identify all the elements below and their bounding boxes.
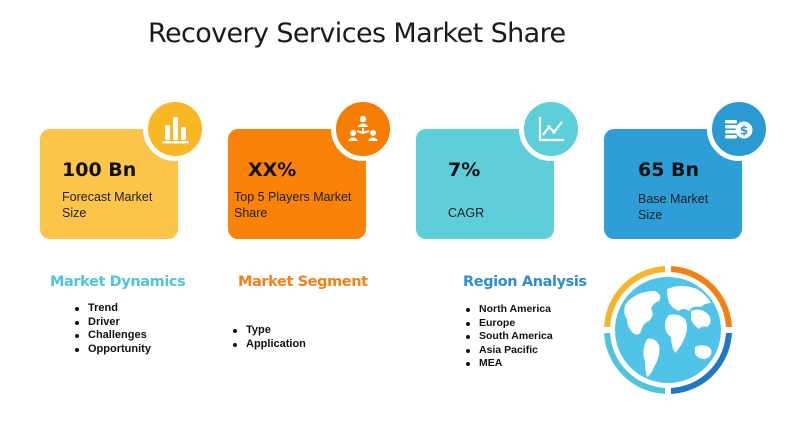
card-label: CAGR bbox=[448, 206, 485, 220]
line-chart-icon bbox=[519, 97, 583, 161]
network-people-icon bbox=[331, 97, 395, 161]
list-item: North America bbox=[463, 303, 553, 317]
list-item: Asia Pacific bbox=[463, 344, 553, 358]
card-value: 65 Bn bbox=[638, 159, 700, 181]
globe-icon bbox=[603, 265, 733, 395]
market-dynamics-list: Trend Driver Challenges Opportunity bbox=[72, 302, 151, 356]
region-analysis-list: North America Europe South America Asia … bbox=[463, 303, 553, 371]
money-coins-icon: $ bbox=[707, 97, 771, 161]
card-value: 7% bbox=[448, 159, 481, 181]
market-segment-heading: Market Segment bbox=[238, 274, 368, 290]
list-item: MEA bbox=[463, 357, 553, 371]
list-item: Application bbox=[230, 338, 306, 352]
region-analysis-heading: Region Analysis bbox=[463, 274, 587, 290]
card-value: 100 Bn bbox=[62, 159, 137, 181]
bar-chart-icon bbox=[143, 97, 207, 161]
list-item: Type bbox=[230, 324, 306, 338]
list-item: Europe bbox=[463, 317, 553, 331]
card-value: XX% bbox=[248, 159, 297, 181]
market-segment-list: Type Application bbox=[230, 324, 306, 351]
card-label: Base Market Size bbox=[638, 192, 709, 222]
list-item: Trend bbox=[72, 302, 151, 316]
card-label: Top 5 Players Market Share bbox=[234, 190, 352, 220]
list-item: Driver bbox=[72, 316, 151, 330]
market-dynamics-heading: Market Dynamics bbox=[50, 274, 186, 290]
svg-text:$: $ bbox=[740, 124, 748, 138]
list-item: Challenges bbox=[72, 329, 151, 343]
page-title: Recovery Services Market Share bbox=[148, 18, 566, 49]
card-label: Forecast Market Size bbox=[62, 190, 153, 220]
list-item: Opportunity bbox=[72, 343, 151, 357]
list-item: South America bbox=[463, 330, 553, 344]
